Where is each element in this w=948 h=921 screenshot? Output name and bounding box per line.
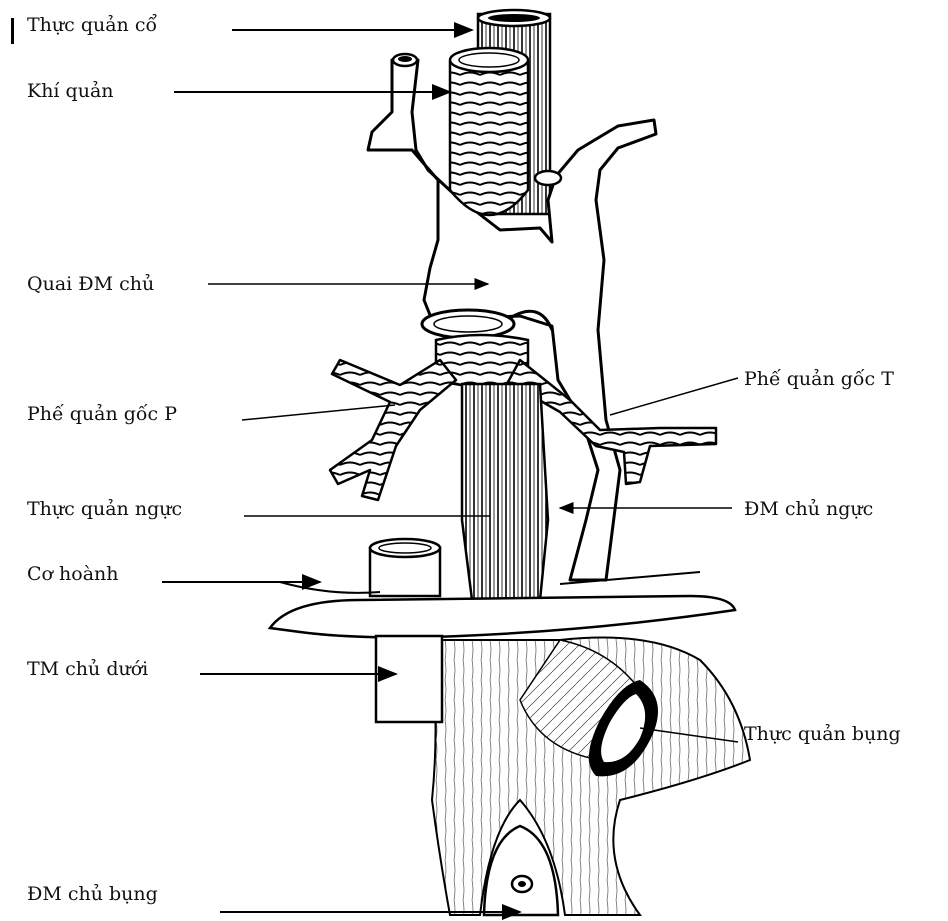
thoracic-esophagus-shape [462,384,548,600]
label-thuc-quan-nguc: Thực quản ngực [27,500,182,519]
label-dm-chu-bung: ĐM chủ bụng [27,885,158,904]
label-khi-quan: Khí quản [27,82,114,101]
label-dm-chu-nguc: ĐM chủ ngực [744,500,873,519]
right-bronchus-shape [330,360,456,500]
label-phe-quan-goc-t: Phế quản gốc T [744,370,894,389]
ivc-lower-shape [376,636,442,722]
label-thuc-quan-co: Thực quản cổ [27,16,157,35]
label-tm-chu-duoi: TM chủ dưới [27,660,148,679]
trachea-shape [450,48,528,215]
label-phe-quan-goc-p: Phế quản gốc P [27,405,177,424]
label-co-hoanh: Cơ hoành [27,565,119,584]
label-thuc-quan-bung: Thực quản bụng [744,725,901,744]
diaphragm-crura-shape [430,638,750,916]
ivc-upper-shape [370,539,440,596]
label-quai-dm-chu: Quai ĐM chủ [27,275,154,294]
leader-phe-quan-t [610,378,738,415]
leader-phe-quan-p [242,405,395,420]
